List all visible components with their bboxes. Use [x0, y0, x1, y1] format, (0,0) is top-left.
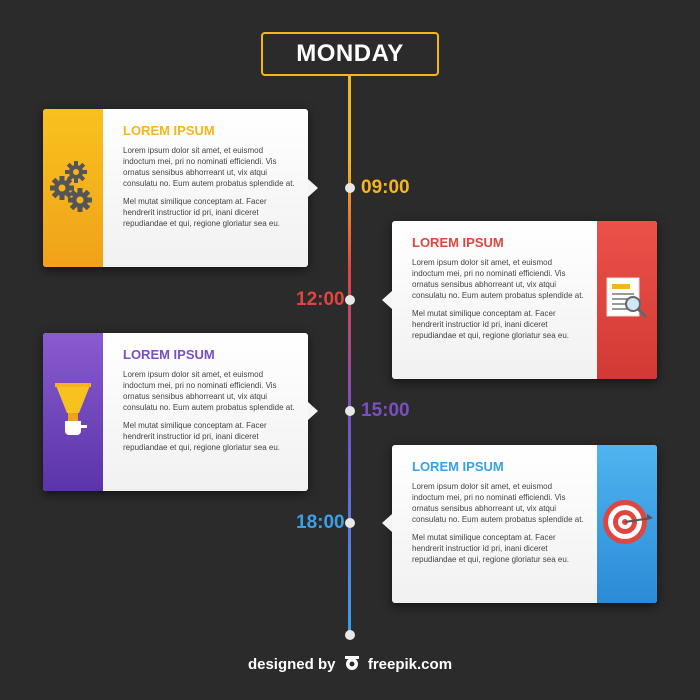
- card-paragraph: Lorem ipsum dolor sit amet, et euismod i…: [412, 258, 584, 300]
- timeline-card-1800: LOREM IPSUM Lorem ipsum dolor sit amet, …: [392, 445, 657, 603]
- card-paragraph: Mel mutat similique conceptam at. Facer …: [412, 309, 569, 340]
- timeline-dot: [345, 295, 355, 305]
- card-paragraph: Lorem ipsum dolor sit amet, et euismod i…: [412, 482, 584, 524]
- time-label-1800: 18:00: [296, 512, 345, 533]
- card-paragraph: Lorem ipsum dolor sit amet, et euismod i…: [123, 370, 295, 412]
- timeline-card-1500: LOREM IPSUM Lorem ipsum dolor sit amet, …: [43, 333, 308, 491]
- time-label-0900: 09:00: [361, 177, 410, 198]
- card-paragraph: Lorem ipsum dolor sit amet, et euismod i…: [123, 146, 295, 188]
- freepik-logo-icon: [343, 655, 361, 675]
- timeline-dot: [345, 406, 355, 416]
- target-icon: [601, 496, 653, 553]
- timeline-dot: [345, 518, 355, 528]
- time-label-1500: 15:00: [361, 400, 410, 421]
- card-title: LOREM IPSUM: [123, 123, 215, 138]
- timeline-line: [348, 76, 351, 634]
- card-pointer: [308, 179, 318, 197]
- card-paragraph: Mel mutat similique conceptam at. Facer …: [412, 533, 569, 564]
- timeline-end-dot: [345, 630, 355, 640]
- gears-icon: [50, 158, 96, 219]
- timeline-dot: [345, 183, 355, 193]
- card-title: LOREM IPSUM: [412, 459, 504, 474]
- card-title: LOREM IPSUM: [123, 347, 215, 362]
- time-label-1200: 12:00: [296, 289, 345, 310]
- card-color-band: [597, 221, 657, 379]
- document-search-icon: [603, 274, 651, 327]
- credit-line: designed by freepik.com: [0, 655, 700, 675]
- megaphone-icon: [51, 379, 95, 446]
- card-color-band: [43, 333, 103, 491]
- credit-brand: freepik.com: [367, 655, 453, 673]
- card-pointer: [382, 291, 392, 309]
- card-color-band: [597, 445, 657, 603]
- card-pointer: [308, 402, 318, 420]
- card-paragraph: Mel mutat similique conceptam at. Facer …: [123, 197, 280, 228]
- timeline-card-0900: LOREM IPSUM Lorem ipsum dolor sit amet, …: [43, 109, 308, 267]
- day-header: MONDAY: [261, 32, 439, 76]
- card-pointer: [382, 514, 392, 532]
- card-title: LOREM IPSUM: [412, 235, 504, 250]
- credit-prefix: designed by: [247, 655, 336, 673]
- card-paragraph: Mel mutat similique conceptam at. Facer …: [123, 421, 280, 452]
- timeline-card-1200: LOREM IPSUM Lorem ipsum dolor sit amet, …: [392, 221, 657, 379]
- card-color-band: [43, 109, 103, 267]
